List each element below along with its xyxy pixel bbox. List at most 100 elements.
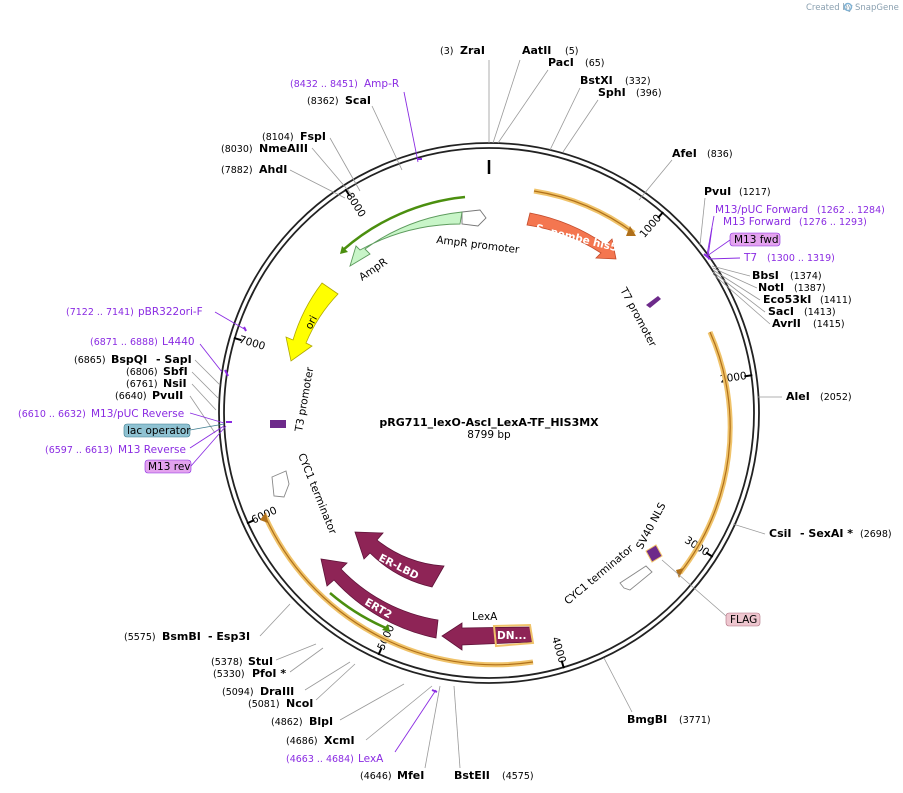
leader-afei bbox=[638, 159, 673, 201]
feature-t3-promoter[interactable] bbox=[270, 420, 286, 428]
leader-csii bbox=[732, 523, 766, 535]
primer-m13-forward-name[interactable]: M13 Forward bbox=[723, 216, 791, 228]
leader-aatii bbox=[492, 59, 521, 144]
enzyme-noti-name[interactable]: NotI bbox=[758, 281, 784, 294]
enzyme-alei-name[interactable]: AleI bbox=[786, 390, 810, 403]
leader-fspi bbox=[329, 137, 361, 192]
box-m13-rev[interactable] bbox=[144, 459, 192, 474]
enzyme-blpi-name[interactable]: BlpI bbox=[309, 715, 333, 728]
orf-arcs bbox=[260, 188, 733, 668]
enzyme-bsteii-pos: (4575) bbox=[502, 771, 534, 782]
enzyme-draiii-name[interactable]: DraIII bbox=[260, 685, 294, 698]
enzyme-xcmi-name[interactable]: XcmI bbox=[324, 734, 355, 747]
box-lac-operator-leader bbox=[189, 423, 225, 431]
primer-l4440-name[interactable]: L4440 bbox=[162, 336, 195, 348]
feature-lexa-dn[interactable] bbox=[441, 622, 533, 651]
enzyme-aatii-name[interactable]: AatII bbox=[522, 44, 551, 57]
primer-labels: (8432 .. 8451) Amp-R M13/pUC Forward (12… bbox=[18, 78, 885, 765]
enzyme-bsmbi-name[interactable]: BsmBI bbox=[162, 630, 201, 643]
green-primer-ert2-head bbox=[382, 624, 390, 632]
enzyme-ncoi-name[interactable]: NcoI bbox=[286, 697, 313, 710]
enzyme-bmgbi-name[interactable]: BmgBI bbox=[627, 713, 667, 726]
enzyme-mfei-name[interactable]: MfeI bbox=[397, 769, 424, 782]
box-lac-operator[interactable] bbox=[123, 423, 191, 438]
enzyme-sbfi-name[interactable]: SbfI bbox=[163, 365, 188, 378]
primer-m13-puc-reverse-name[interactable]: M13/pUC Reverse bbox=[91, 408, 184, 420]
enzyme-bsteii-name[interactable]: BstEII bbox=[454, 769, 490, 782]
feature-ampr[interactable] bbox=[349, 211, 463, 267]
tick-mark-8000 bbox=[344, 188, 351, 197]
enzyme-pvuii-name[interactable]: PvuII bbox=[152, 389, 183, 402]
tick-label-8000: 8000 bbox=[343, 191, 368, 220]
enzyme-afei-pos: (836) bbox=[707, 149, 733, 160]
enzyme-sapi-name[interactable]: - SapI bbox=[156, 353, 192, 366]
enzyme-sphi-name[interactable]: SphI bbox=[598, 86, 626, 99]
enzyme-avrii-name[interactable]: AvrII bbox=[772, 317, 801, 330]
enzyme-bspqi-name[interactable]: BspQI bbox=[111, 353, 147, 366]
enzyme-avrii-pos: (1415) bbox=[813, 319, 845, 330]
enzyme-scai-name[interactable]: ScaI bbox=[345, 94, 371, 107]
enzyme-zrai-name[interactable]: ZraI bbox=[460, 44, 485, 57]
tick-mark-2000 bbox=[744, 374, 753, 378]
leader-eco53ki bbox=[712, 269, 761, 301]
enzyme-pvuii-pos: (6640) bbox=[115, 391, 147, 402]
enzyme-nmeaiii-name[interactable]: NmeAIII bbox=[259, 142, 308, 155]
enzyme-paci-name[interactable]: PacI bbox=[548, 56, 574, 69]
enzyme-alei-pos: (2052) bbox=[820, 392, 852, 403]
feature-er-lbd[interactable] bbox=[354, 531, 445, 588]
enzyme-draiii-pos: (5094) bbox=[222, 687, 254, 698]
feature-cyc1-terminator-right[interactable] bbox=[619, 565, 653, 591]
enzyme-bstxi-name[interactable]: BstXI bbox=[580, 74, 613, 87]
enzyme-sbfi-pos: (6806) bbox=[126, 367, 158, 378]
enzyme-nsii-name[interactable]: NsiI bbox=[163, 377, 187, 390]
primer-marks bbox=[224, 158, 711, 693]
box-m13-fwd[interactable] bbox=[729, 232, 781, 247]
leader-bspqi bbox=[194, 359, 221, 386]
box-flag[interactable] bbox=[725, 612, 761, 627]
leader-avrii bbox=[712, 273, 771, 325]
primer-m13-reverse-name[interactable]: M13 Reverse bbox=[118, 444, 186, 456]
enzyme-bbsi-name[interactable]: BbsI bbox=[752, 269, 779, 282]
primer-m13-puc-forward-range: (1262 .. 1284) bbox=[817, 205, 885, 216]
enzyme-saci-name[interactable]: SacI bbox=[768, 305, 794, 318]
feature-ampr-promoter[interactable] bbox=[461, 209, 487, 227]
enzyme-fspi-name[interactable]: FspI bbox=[300, 130, 326, 143]
leader-t7 bbox=[707, 257, 741, 260]
box-m13-rev-leader bbox=[190, 425, 227, 467]
feature-t7-promoter[interactable] bbox=[646, 296, 661, 308]
enzyme-sexai-name[interactable]: - SexAI * bbox=[800, 527, 853, 540]
leader-m13-puc-reverse bbox=[189, 412, 225, 424]
feature-cyc1-terminator-left[interactable] bbox=[271, 470, 290, 498]
enzyme-eco53ki-name[interactable]: Eco53kI bbox=[763, 293, 811, 306]
enzyme-pvui-name[interactable]: PvuI bbox=[704, 185, 731, 198]
enzyme-afei-name[interactable]: AfeI bbox=[672, 147, 697, 160]
orf-arc-his5-inner bbox=[533, 190, 635, 234]
feature-his5[interactable] bbox=[526, 212, 617, 260]
feature-sv40-nls[interactable] bbox=[645, 544, 663, 563]
feature-sv40-nls-label: SV40 NLS bbox=[634, 501, 669, 552]
leader-sphi bbox=[562, 99, 599, 153]
enzyme-stui-name[interactable]: StuI bbox=[248, 655, 273, 668]
enzyme-esp3i-name[interactable]: - Esp3I bbox=[208, 630, 250, 643]
enzyme-ahdi-name[interactable]: AhdI bbox=[259, 163, 287, 176]
box-lac-operator-label: lac operator bbox=[127, 425, 191, 437]
snapgene-logo-text: SnapGene bbox=[855, 3, 899, 13]
primer-m13-puc-forward-name[interactable]: M13/pUC Forward bbox=[715, 204, 808, 216]
leader-nmeaiii bbox=[311, 147, 353, 196]
primer-t7-name[interactable]: T7 bbox=[743, 252, 757, 264]
feature-ert2[interactable] bbox=[320, 558, 439, 639]
enzyme-csii-name[interactable]: CsiI bbox=[769, 527, 791, 540]
backbone-inner-ring bbox=[223, 147, 755, 679]
primer-pbr322ori-f-name[interactable]: pBR322ori-F bbox=[138, 306, 203, 318]
green-primer-ampr bbox=[342, 195, 466, 251]
primer-amp-r-name[interactable]: Amp-R bbox=[364, 78, 399, 90]
primer-lexa-name[interactable]: LexA bbox=[358, 753, 384, 765]
feature-ori[interactable] bbox=[285, 282, 339, 362]
enzyme-pfoi-name[interactable]: PfoI * bbox=[252, 667, 286, 680]
leader-bstxi bbox=[549, 87, 581, 151]
enzyme-eco53ki-pos: (1411) bbox=[820, 295, 852, 306]
leader-amp-r bbox=[403, 91, 419, 163]
primer-leader-lines bbox=[189, 91, 741, 753]
